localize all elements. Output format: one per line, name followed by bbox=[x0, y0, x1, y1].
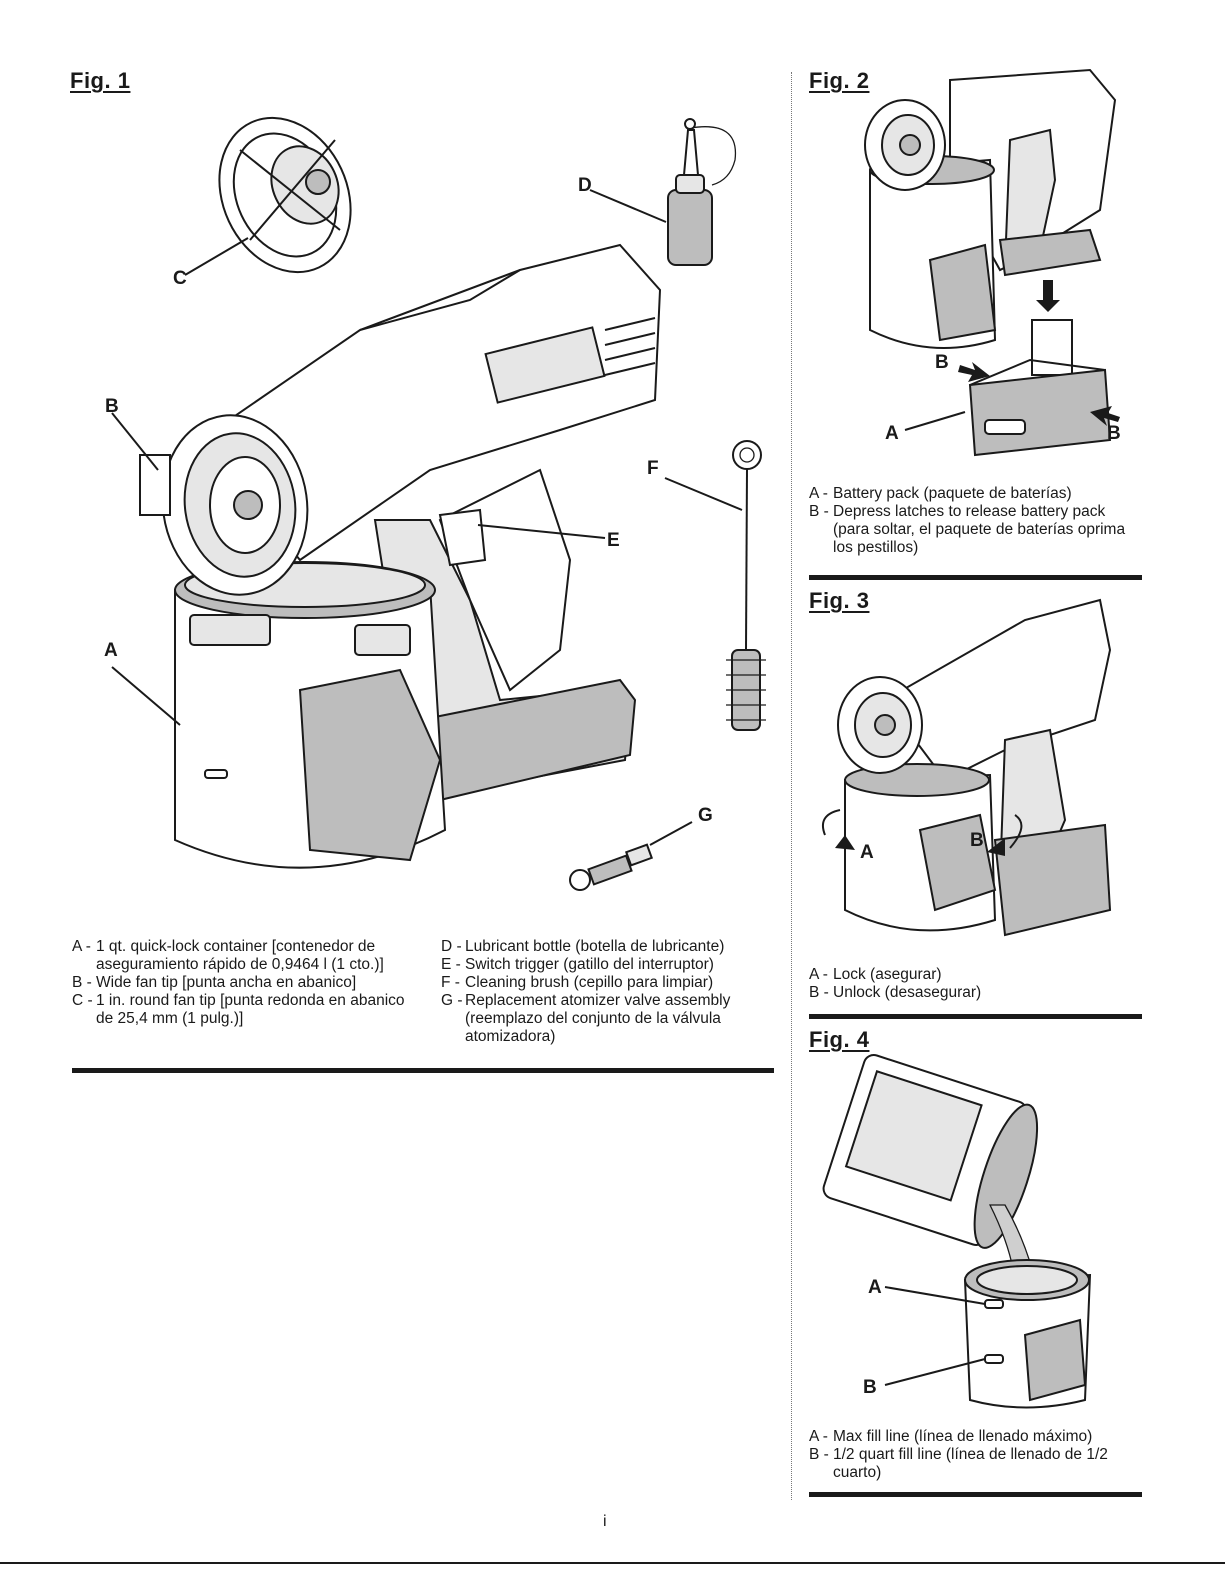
legend-item: A -Lock (asegurar) bbox=[809, 966, 942, 983]
legend-item: B -Wide fan tip [punta ancha en abanico] bbox=[72, 974, 357, 991]
fig1-callout-g: G bbox=[698, 805, 713, 826]
fig3-title: Fig. 3 bbox=[809, 588, 870, 613]
column-divider bbox=[791, 72, 792, 1500]
fig3-illustration bbox=[821, 598, 1112, 937]
fig2-callout-b2: B bbox=[1107, 423, 1121, 444]
fig1-illustration bbox=[111, 116, 766, 891]
fig1-callout-c: C bbox=[173, 268, 187, 289]
page-number: i bbox=[603, 1513, 607, 1530]
fig1-callout-f: F bbox=[647, 458, 659, 479]
legend-item: A -Max fill line (línea de llenado máxim… bbox=[809, 1428, 1093, 1445]
legend-item: C -1 in. round fan tip [punta redonda en… bbox=[72, 992, 405, 1027]
fig1-legend-left: A -1 qt. quick-lock container [contenedo… bbox=[72, 938, 417, 1028]
fig4-bottom-rule bbox=[809, 1492, 1142, 1497]
page-bottom-border bbox=[0, 1562, 1225, 1564]
legend-item: F -Cleaning brush (cepillo para limpiar) bbox=[441, 974, 714, 991]
fig4-illustration bbox=[822, 1054, 1092, 1409]
legend-item: B -Depress latches to release battery pa… bbox=[809, 503, 1126, 556]
fig3-callout-b: B bbox=[970, 830, 984, 851]
fig1-callout-b: B bbox=[105, 396, 119, 417]
legend-item: D -Lubricant bottle (botella de lubrican… bbox=[441, 938, 725, 955]
cleaning-brush-illustration bbox=[726, 440, 766, 731]
fig3-callout-a: A bbox=[860, 842, 874, 863]
legend-item: G -Replacement atomizer valve assembly (… bbox=[441, 992, 731, 1045]
legend-item: A -Battery pack (paquete de baterías) bbox=[809, 485, 1072, 502]
atomizer-valve-illustration bbox=[569, 821, 693, 891]
legend-item: B -Unlock (desasegurar) bbox=[809, 984, 982, 1001]
fig2-title: Fig. 2 bbox=[809, 68, 870, 93]
fig4-legend: A -Max fill line (línea de llenado máxim… bbox=[809, 1428, 1144, 1482]
fig1-title: Fig. 1 bbox=[70, 68, 131, 93]
fig4-callout-b: B bbox=[863, 1377, 877, 1398]
round-fan-tip-illustration bbox=[218, 116, 352, 274]
legend-item: B -1/2 quart fill line (línea de llenado… bbox=[809, 1446, 1108, 1481]
fig2-illustration bbox=[864, 68, 1120, 457]
lubricant-bottle-illustration bbox=[667, 118, 737, 266]
fig2-bottom-rule bbox=[809, 575, 1142, 580]
fig4-title: Fig. 4 bbox=[809, 1027, 870, 1052]
sprayer-illustration bbox=[139, 243, 662, 869]
legend-item: A -1 qt. quick-lock container [contenedo… bbox=[72, 938, 384, 973]
fig3-legend: A -Lock (asegurar) B -Unlock (desasegura… bbox=[809, 966, 1144, 1002]
fig1-callout-d: D bbox=[578, 175, 592, 196]
fig1-bottom-rule bbox=[72, 1068, 774, 1073]
legend-item: E -Switch trigger (gatillo del interrupt… bbox=[441, 956, 714, 973]
fig4-callout-a: A bbox=[868, 1277, 882, 1298]
fig2-callout-b1: B bbox=[935, 352, 949, 373]
fig2-legend: A -Battery pack (paquete de baterías) B … bbox=[809, 485, 1144, 557]
fig2-callout-a: A bbox=[885, 423, 899, 444]
fig3-bottom-rule bbox=[809, 1014, 1142, 1019]
fig1-legend-right: D -Lubricant bottle (botella de lubrican… bbox=[441, 938, 741, 1046]
fig1-callout-e: E bbox=[607, 530, 620, 551]
fig1-callout-a: A bbox=[104, 640, 118, 661]
